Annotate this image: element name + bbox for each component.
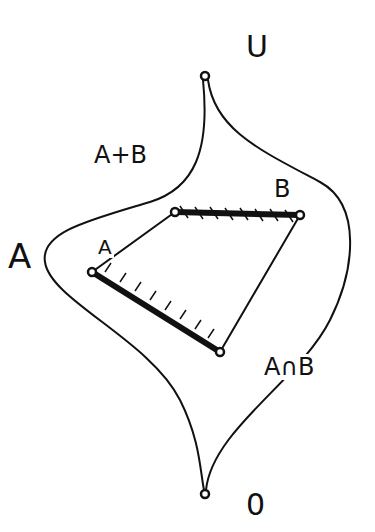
quad-edge [92,212,175,272]
bottom-label: 0 [244,488,267,521]
vertex-label: A [96,236,114,258]
top-label: U [244,30,270,63]
quad-edge [220,215,300,352]
vertex-point [88,268,96,276]
outer-curve-right [206,80,350,490]
region-label: A [6,238,33,275]
vertex-point [296,211,304,219]
join-label: A+B [92,142,149,168]
vertex-point [216,348,224,356]
meet-label: A∩B [262,354,316,380]
hatch-marks [180,206,293,222]
hatched-edge [92,272,220,352]
top-point [201,72,209,80]
outer-curve-left [45,80,205,490]
hatched-edge [175,212,300,215]
vertex-label: B [272,176,292,202]
bottom-point [201,490,209,498]
hatch-marks [105,263,214,338]
vertex-point [171,208,179,216]
